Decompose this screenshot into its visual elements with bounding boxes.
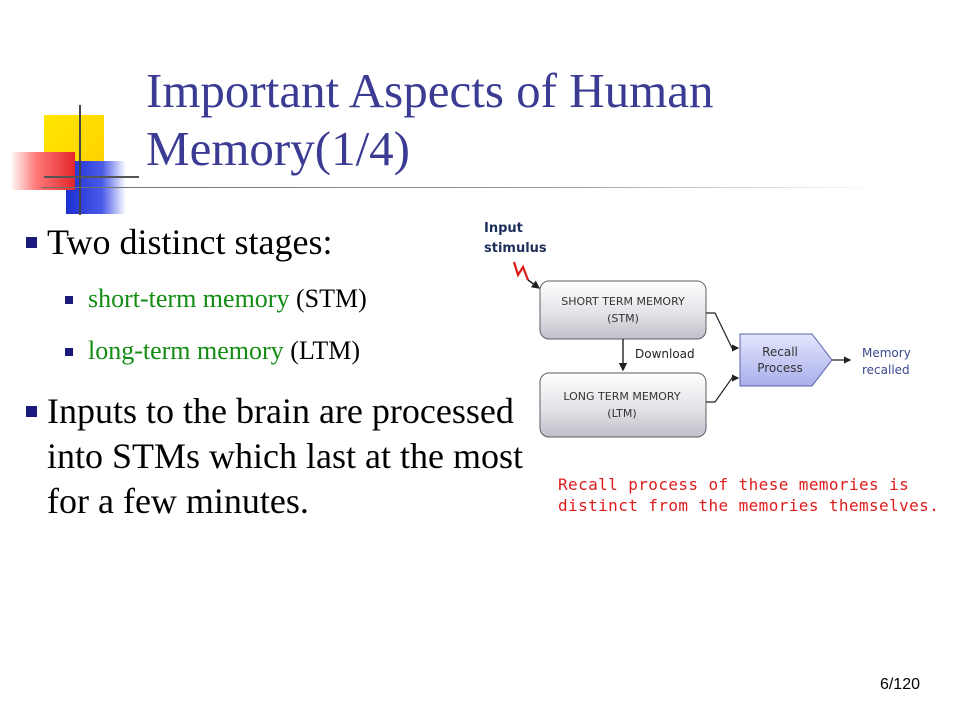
recall-note: Recall process of these memories is dist… (558, 475, 940, 515)
stm-box (539, 280, 707, 340)
input-label-line2: stimulus (484, 241, 547, 256)
recall-process-diagram: Recall Process Memory recalled (706, 312, 911, 403)
sub-bullet-marker-icon (65, 296, 73, 304)
recall-process-shape (739, 333, 833, 387)
bullet-marker-icon (26, 406, 37, 417)
page-number: 6/120 (879, 676, 920, 693)
sub-bullet-term: long-term memory (88, 336, 284, 365)
sub-bullet-marker-icon (65, 348, 73, 356)
decor-horizontal-line (44, 176, 139, 178)
bullet-item: Two distinct stages: (22, 220, 542, 265)
stm-label-line2: (STM) (607, 312, 639, 325)
decor-vertical-line (79, 105, 81, 215)
bullet-text: Inputs to the brain are processed into S… (47, 391, 523, 521)
sub-bullet-item: long-term memory (LTM) (22, 335, 542, 367)
sub-bullet-item: short-term memory (STM) (22, 283, 542, 315)
memory-diagram: Input stimulus SHORT TERM MEMORY (STM) D… (484, 221, 707, 372)
decor-red-block (10, 152, 75, 190)
title-divider (42, 187, 882, 188)
sub-bullet-abbr: (LTM) (290, 336, 360, 365)
ltm-label-line1: LONG TERM MEMORY (563, 390, 680, 403)
bullet-list: Two distinct stages: short-term memory (… (22, 220, 542, 524)
slide-title: Important Aspects of Human Memory(1/4) (146, 63, 714, 176)
ltm-to-recall-connector (706, 374, 740, 403)
output-label-line2: recalled (862, 363, 910, 377)
bullet-marker-icon (26, 237, 37, 248)
input-stimulus-icon (512, 261, 530, 281)
sub-bullet-abbr: (STM) (295, 284, 367, 313)
ltm-box (539, 372, 707, 438)
bullet-text: Two distinct stages: (47, 222, 333, 262)
output-label-line1: Memory (862, 346, 911, 360)
stm-label-line1: SHORT TERM MEMORY (561, 295, 685, 308)
input-label-line1: Input (484, 221, 523, 236)
recall-label-line1: Recall (762, 345, 798, 359)
download-label: Download (635, 347, 695, 361)
stm-to-recall-connector (706, 312, 740, 352)
recall-label-line2: Process (757, 361, 803, 375)
sub-bullet-term: short-term memory (88, 284, 290, 313)
memory-diagram-lower: LONG TERM MEMORY (LTM) (539, 372, 707, 438)
ltm-label-line2: (LTM) (607, 407, 636, 420)
bullet-item: Inputs to the brain are processed into S… (22, 389, 527, 524)
input-arrow (527, 279, 541, 289)
